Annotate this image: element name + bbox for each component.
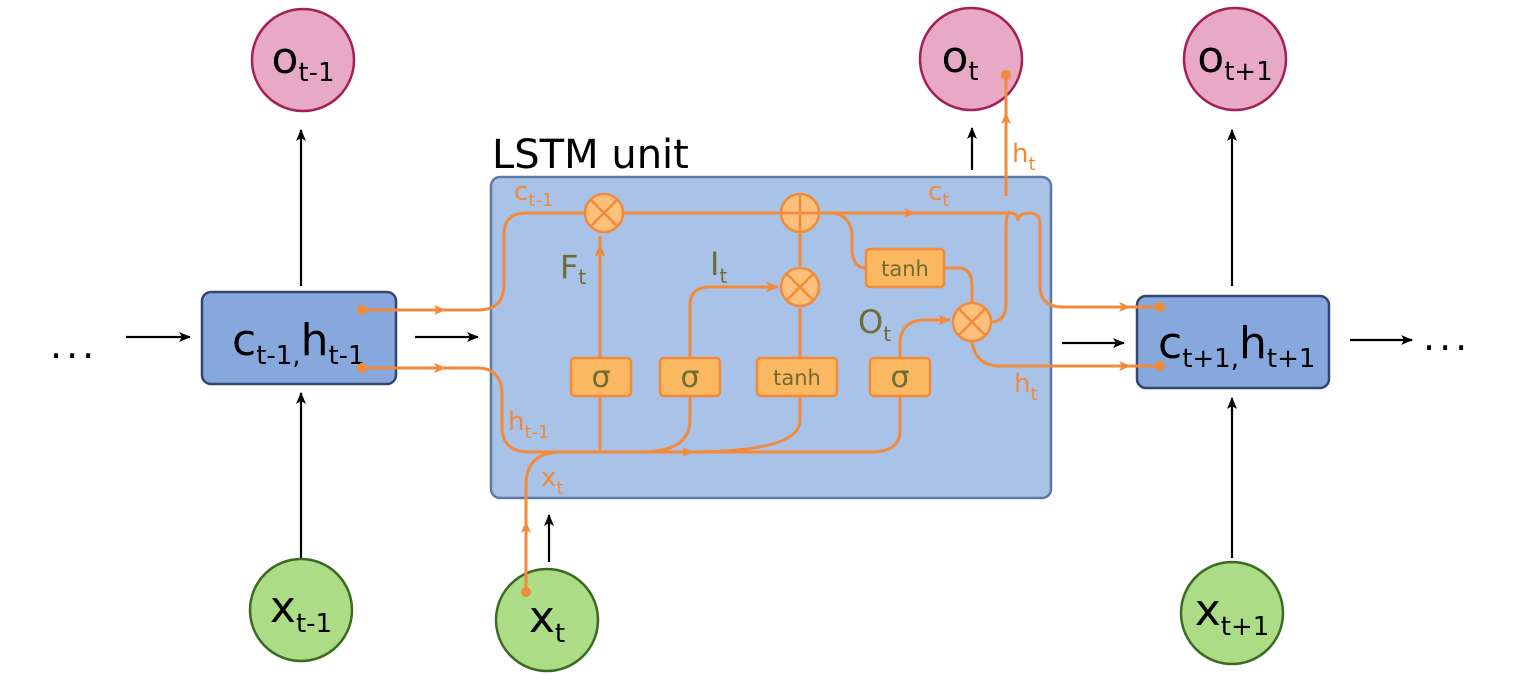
state-box-t-minus-1: ct-1,ht-1 <box>200 290 398 386</box>
svg-text:ot-1: ot-1 <box>271 33 334 88</box>
output-multiply-operator <box>951 301 993 343</box>
black-arrows <box>126 127 1413 562</box>
svg-text:tanh: tanh <box>773 366 821 390</box>
output-node-t: ot <box>918 6 1024 112</box>
cell-add-operator <box>779 192 821 234</box>
input-node-t-plus-1: xt+1 <box>1179 560 1285 666</box>
svg-text:ot: ot <box>941 32 978 87</box>
output-node-t-minus-1: ot-1 <box>250 7 356 113</box>
input-node-t-minus-1: xt-1 <box>248 557 354 663</box>
ellipsis-left: ... <box>50 323 98 367</box>
label-c-prev: ct-1 <box>514 177 553 211</box>
input-gate-sigma: σ <box>658 356 722 398</box>
svg-text:σ: σ <box>680 360 699 395</box>
svg-text:ot+1: ot+1 <box>1197 32 1272 87</box>
svg-text:σ: σ <box>591 360 610 395</box>
cell-tanh-box: tanh <box>864 247 946 289</box>
diagram-title: LSTM unit <box>492 132 689 178</box>
forget-multiply-operator <box>583 192 625 234</box>
label-x-t: xt <box>541 463 563 499</box>
forget-gate-sigma: σ <box>569 356 633 398</box>
svg-text:xt-1: xt-1 <box>270 582 332 639</box>
label-input-gate: It <box>710 245 727 288</box>
input-node-t: xt <box>494 567 600 673</box>
svg-text:tanh: tanh <box>881 257 929 281</box>
svg-text:xt: xt <box>529 592 565 649</box>
label-c-t: ct <box>928 177 949 211</box>
orange-connections <box>362 75 1160 592</box>
state-box-t-plus-1: ct+1,ht+1 <box>1135 294 1331 390</box>
label-h-t-top: ht <box>1012 139 1036 175</box>
label-forget-gate: Ft <box>560 248 586 289</box>
svg-text:ct-1,ht-1: ct-1,ht-1 <box>232 315 365 371</box>
candidate-tanh-gate: tanh <box>755 356 839 398</box>
svg-text:ct+1,ht+1: ct+1,ht+1 <box>1158 318 1315 374</box>
label-h-prev: ht-1 <box>508 407 550 443</box>
input-multiply-operator <box>779 266 821 308</box>
label-h-t-right: ht <box>1014 369 1038 405</box>
label-output-gate: Ot <box>858 303 891 346</box>
output-node-t-plus-1: ot+1 <box>1182 6 1288 112</box>
ellipsis-right: ... <box>1423 315 1471 359</box>
endpoint-dots <box>357 70 1165 597</box>
svg-text:σ: σ <box>890 360 909 395</box>
svg-text:xt+1: xt+1 <box>1195 585 1270 642</box>
output-gate-sigma: σ <box>868 356 932 398</box>
